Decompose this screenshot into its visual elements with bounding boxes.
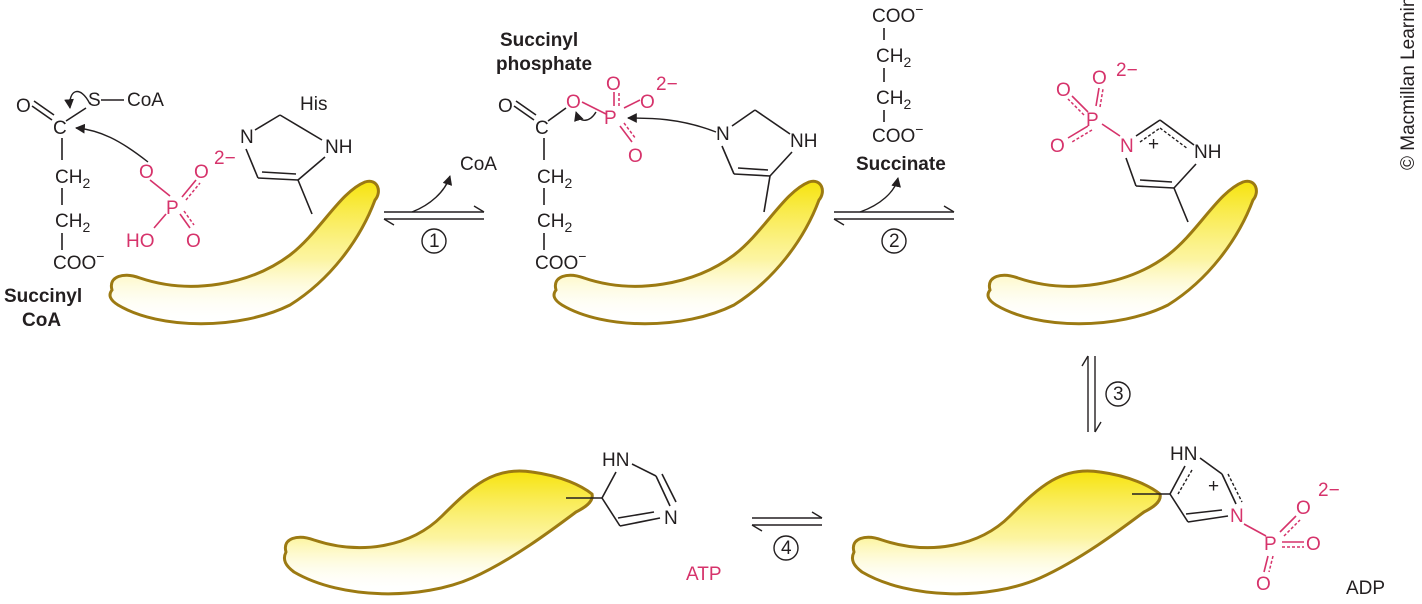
imidazole-n-phospho: N <box>1230 506 1244 527</box>
ch2-b: CH2 <box>55 211 90 235</box>
atom-o-bottom: O <box>186 231 201 252</box>
imidazole-hn: HN <box>1170 444 1197 465</box>
ch2-a: CH2 <box>55 167 90 191</box>
atom-c: C <box>535 118 549 139</box>
label-succinyl-phosphate-2: phosphate <box>496 54 592 75</box>
atom-o-bridge: O <box>566 92 581 113</box>
enzyme-protein-1 <box>108 179 380 326</box>
coo-top: COO− <box>872 1 923 27</box>
step-1-equilibrium: CoA 1 <box>383 154 497 254</box>
atom-o-right: O <box>640 92 655 113</box>
atom-p: P <box>1264 534 1277 555</box>
panel-phospho-his-adp: HN + N P O 2− O O ADP <box>850 444 1385 599</box>
phosphate-charge: 2− <box>1318 480 1340 501</box>
ch2-a: CH2 <box>876 46 911 70</box>
imidazole-nh: NH <box>790 131 817 152</box>
phosphate-charge: 2− <box>656 74 678 95</box>
imidazole-n: N <box>716 124 730 145</box>
label-succinyl-coa-1: Succinyl <box>4 286 82 307</box>
step-3-equilibrium: 3 <box>1081 355 1131 433</box>
atom-s: S <box>88 90 101 111</box>
atom-ho: HO <box>126 231 155 252</box>
enzyme-protein-4 <box>850 469 1162 596</box>
atom-c: C <box>53 118 67 139</box>
phosphate-charge: 2− <box>214 148 236 169</box>
atom-o-bridge: O <box>139 162 154 183</box>
label-succinyl-phosphate-1: Succinyl <box>500 30 578 51</box>
panel-succinyl-phosphate: Succinyl phosphate O C O P O O 2− O CH2 … <box>496 30 824 326</box>
enzyme-protein-5 <box>282 469 594 596</box>
step-4-equilibrium: 4 <box>751 511 823 561</box>
atom-o-top: O <box>1296 498 1311 519</box>
atom-coa: CoA <box>127 90 164 111</box>
ring-plus: + <box>1208 476 1219 497</box>
phosphate-charge: 2− <box>1116 60 1138 81</box>
imidazole-nh: NH <box>1194 142 1221 163</box>
coo-group: COO− <box>535 248 586 274</box>
atom-p: P <box>604 108 617 129</box>
his-label: His <box>300 94 327 115</box>
label-adp: ADP <box>1346 578 1385 599</box>
ch2-b: CH2 <box>876 88 911 112</box>
imidazole-hn: HN <box>602 450 629 471</box>
step-4-number: 4 <box>781 538 792 559</box>
atom-o-top: O <box>606 74 621 95</box>
atom-p: P <box>166 198 179 219</box>
step-2-number: 2 <box>889 231 900 252</box>
label-succinate: Succinate <box>856 154 946 175</box>
step-3-number: 3 <box>1113 384 1124 405</box>
label-atp: ATP <box>686 564 722 585</box>
enzyme-protein-3 <box>986 179 1258 326</box>
step-2-equilibrium: 2 <box>833 177 955 254</box>
atom-p: P <box>1086 110 1099 131</box>
label-succinyl-coa-2: CoA <box>22 310 61 331</box>
atom-o-bottom: O <box>1256 574 1271 595</box>
coa-released: CoA <box>460 154 497 175</box>
coo-group: COO− <box>53 248 104 274</box>
step-1-number: 1 <box>429 231 440 252</box>
imidazole-n-phospho: N <box>1120 136 1134 157</box>
coo-bottom: COO− <box>872 121 923 147</box>
enzyme-protein-2 <box>552 179 824 326</box>
atom-o-bottom: O <box>1050 136 1065 157</box>
panel-phosphohistidine: O 2− O P O N NH + <box>986 60 1258 326</box>
atom-o-right: O <box>1306 534 1321 555</box>
atom-o-bottom: O <box>628 146 643 167</box>
imidazole-nh: NH <box>325 137 352 158</box>
ch2-a: CH2 <box>537 167 572 191</box>
copyright-notice: © Macmillan Learning <box>1398 0 1419 170</box>
panel-succinyl-coa: O C S CoA CH2 CH2 COO− O P O 2− HO O His… <box>4 90 380 331</box>
panel-free-his-atp: HN N ATP <box>282 450 722 596</box>
atom-o-top: O <box>1092 68 1107 89</box>
atom-o-right: O <box>194 162 209 183</box>
succinate-molecule: COO− CH2 CH2 COO− Succinate <box>856 1 946 175</box>
imidazole-n: N <box>664 508 678 529</box>
imidazole-n: N <box>240 127 254 148</box>
ch2-b: CH2 <box>537 211 572 235</box>
atom-o-left: O <box>1056 80 1071 101</box>
atom-o: O <box>16 96 31 117</box>
ring-plus: + <box>1148 134 1159 155</box>
atom-o: O <box>498 96 513 117</box>
